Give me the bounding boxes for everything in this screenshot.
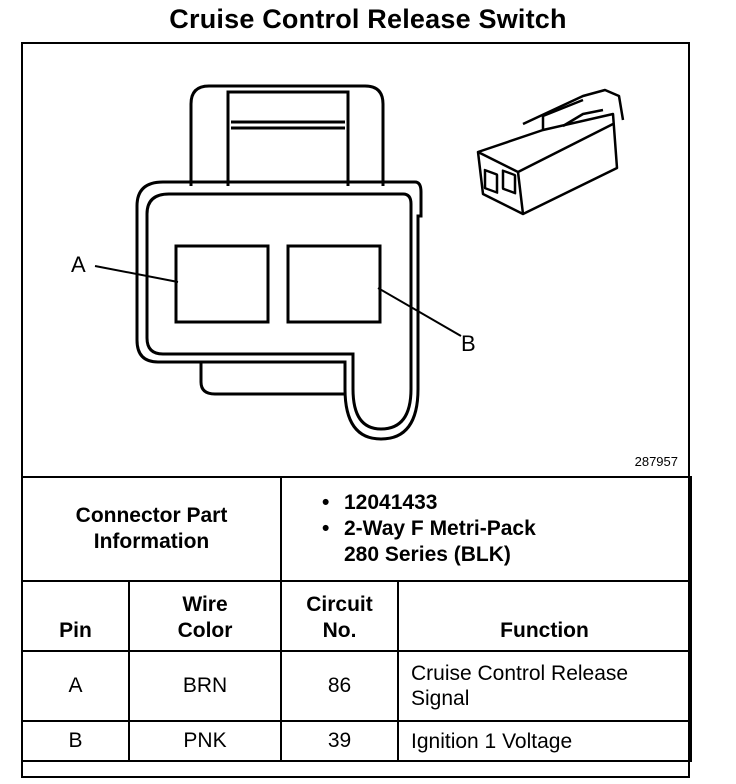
- col-header-wire-color: Wire Color: [128, 580, 282, 652]
- label-a: A: [71, 252, 86, 277]
- col-header-function: Function: [397, 580, 692, 652]
- connector-type-value: 2-Way F Metri-Pack: [344, 517, 536, 540]
- leader-a: [94, 265, 179, 283]
- table-row: B PNK 39 Ignition 1 Voltage: [21, 720, 692, 762]
- pin-cell: B: [21, 720, 130, 762]
- connector-latch: [189, 84, 385, 186]
- diagram-part-number: 287957: [634, 454, 678, 469]
- col-header-pin: Pin: [21, 580, 130, 652]
- diagram-frame: [21, 42, 690, 778]
- connector-table: Connector Part Information •12041433 •2-…: [21, 476, 692, 762]
- connector-body: [135, 180, 423, 441]
- col-header-circuit: Circuit No.: [280, 580, 399, 652]
- part-number-value: 12041433: [344, 491, 438, 514]
- wire-color-cell: PNK: [128, 720, 282, 762]
- page-title: Cruise Control Release Switch: [169, 4, 567, 34]
- circuit-cell: 86: [280, 650, 399, 722]
- pin-cell: A: [21, 650, 130, 722]
- connector-part-info-label: Connector Part Information: [21, 476, 282, 582]
- pin-a-cavity: [174, 244, 270, 324]
- leader-b: [377, 287, 462, 337]
- function-cell: Ignition 1 Voltage: [397, 720, 692, 762]
- connector-series-value: 280 Series (BLK): [344, 543, 511, 566]
- label-b: B: [461, 331, 476, 356]
- pin-b-cavity: [286, 244, 382, 324]
- function-cell: Cruise Control Release Signal: [397, 650, 692, 722]
- connector-isometric: [476, 88, 625, 216]
- table-row: A BRN 86 Cruise Control Release Signal: [21, 650, 692, 722]
- table-header-row: Pin Wire Color Circuit No. Function: [21, 580, 692, 652]
- wire-color-cell: BRN: [128, 650, 282, 722]
- circuit-cell: 39: [280, 720, 399, 762]
- connector-part-info-values: •12041433 •2-Way F Metri-Pack 280 Series…: [280, 476, 692, 582]
- connector-diagram: A B: [71, 84, 625, 441]
